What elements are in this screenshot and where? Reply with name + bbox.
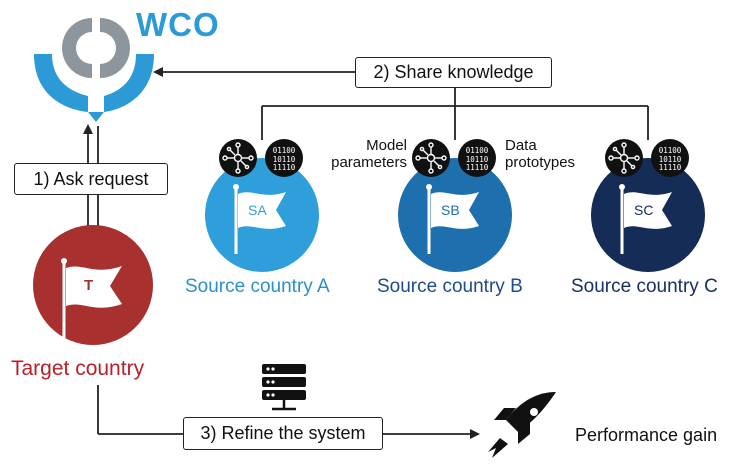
share-connector (153, 67, 649, 140)
network-node-icon (219, 139, 257, 177)
ask-request-box: 1) Ask request (14, 163, 168, 195)
binary-data-icon (458, 139, 496, 177)
refine-system-label: 3) Refine the system (200, 423, 366, 443)
source-a-code: SA (248, 202, 267, 218)
flag-icon (233, 184, 286, 254)
rocket-icon (488, 392, 556, 458)
data-line-2: prototypes (505, 154, 576, 171)
org-name: WCO (136, 6, 220, 43)
data-line-1: Data (505, 137, 537, 154)
target-country-label: Target country (11, 357, 145, 380)
share-knowledge-label: 2) Share knowledge (373, 62, 534, 82)
refine-system-box: 3) Refine the system (183, 417, 383, 450)
target-code: T (84, 277, 94, 294)
network-node-icon (605, 139, 643, 177)
binary-data-icon (651, 139, 689, 177)
binary-text-a: 01100 10110 11110 (272, 146, 296, 172)
binary-text-b: 01100 10110 11110 (465, 146, 489, 172)
performance-gain-label: Performance gain (575, 425, 718, 445)
source-country-b-label: Source country B (377, 276, 523, 297)
source-b-code: SB (441, 202, 460, 218)
model-line-1: Model (366, 137, 407, 154)
binary-data-icon (265, 139, 303, 177)
flag-icon (619, 184, 672, 254)
binary-text-c: 01100 10110 11110 (658, 146, 682, 172)
wco-logo-icon (34, 18, 154, 122)
source-country-a-label: Source country A (185, 276, 330, 297)
model-line-2: parameters (331, 154, 407, 171)
share-knowledge-box: 2) Share knowledge (355, 57, 552, 88)
network-node-icon (412, 139, 450, 177)
refine-connector (97, 385, 480, 439)
source-c-code: SC (634, 202, 654, 218)
model-parameters-label: Model parameters (317, 137, 407, 171)
flag-icon (426, 184, 479, 254)
source-country-c-label: Source country C (571, 276, 718, 297)
ask-request-label: 1) Ask request (33, 168, 149, 189)
data-prototypes-label: Data prototypes (505, 137, 575, 171)
server-stack-icon (262, 364, 306, 411)
target-country-circle (33, 225, 153, 345)
